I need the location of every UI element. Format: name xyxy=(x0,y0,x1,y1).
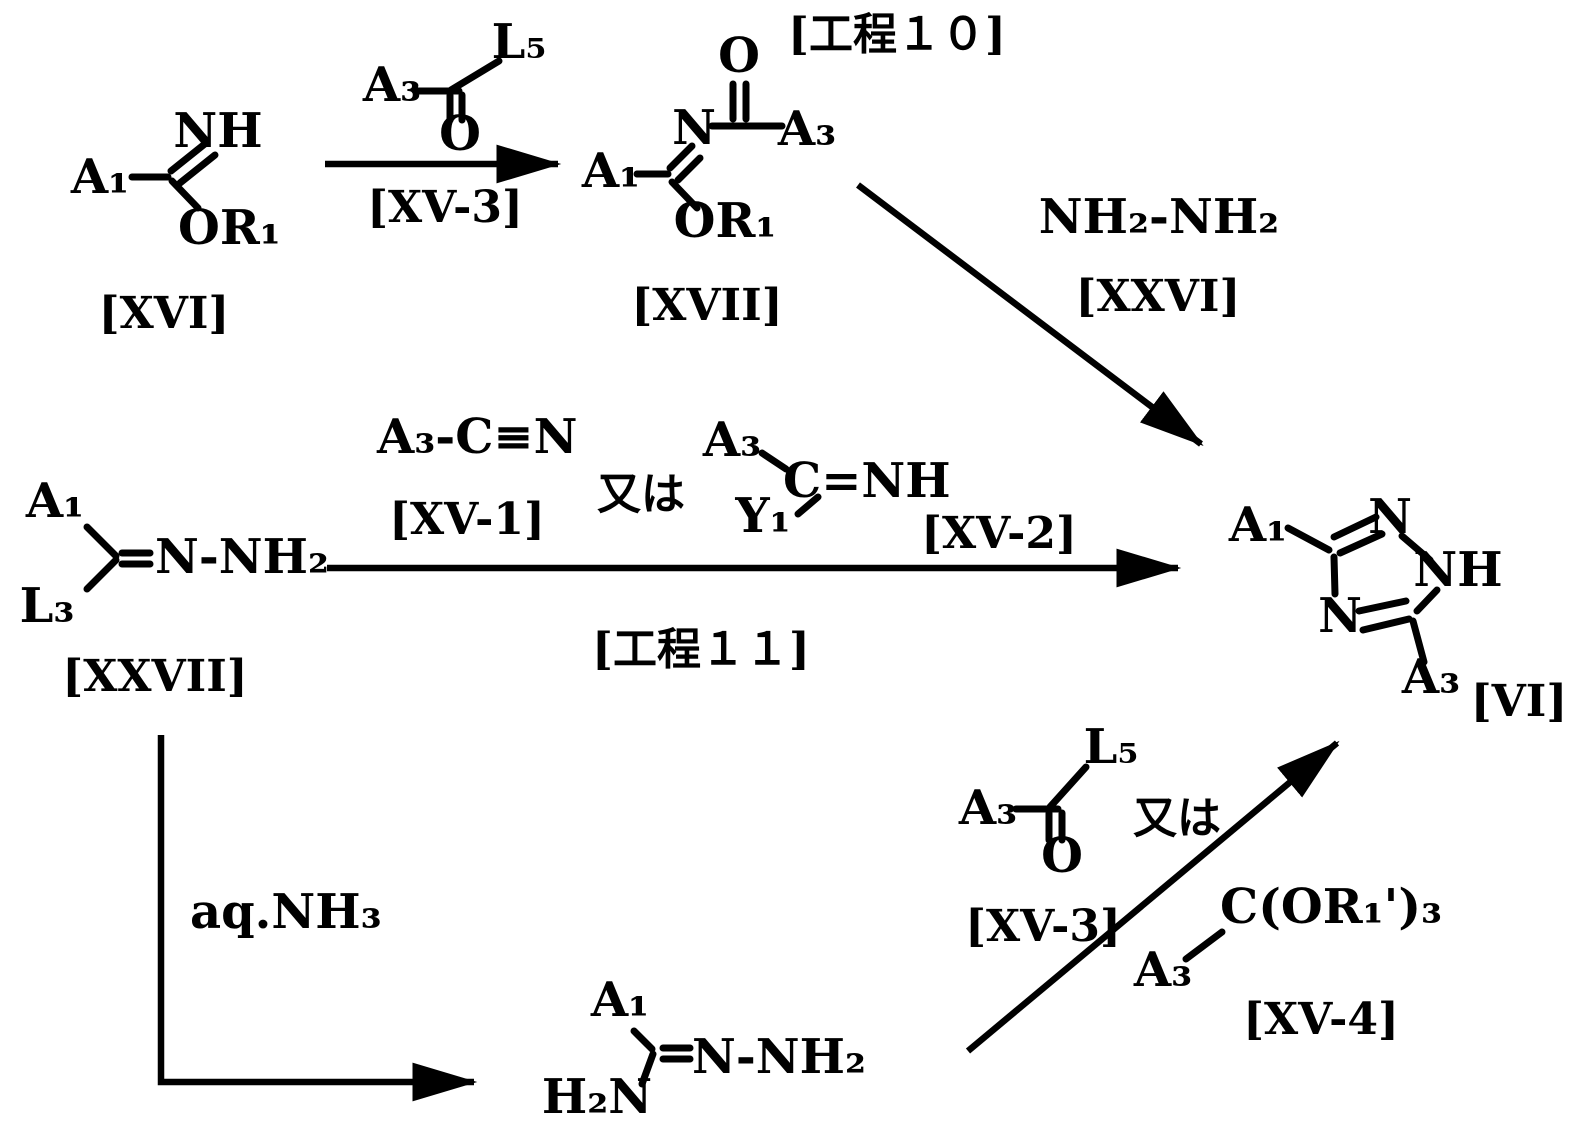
xv1-formula: A₃-C≡N xyxy=(376,409,577,465)
vi-tag: [VI] xyxy=(1471,676,1567,727)
compound-amidrazone: A₁ H₂N N-NH₂ xyxy=(542,972,866,1125)
reagent-xv4: C(OR₁')₃ A₃ [XV-4] xyxy=(1133,879,1442,1045)
xv3-bot-tag: [XV-3] xyxy=(965,901,1121,952)
xvii-o-label: O xyxy=(718,28,760,84)
compound-xvii: O N A₃ A₁ OR₁ [XVII] xyxy=(581,28,836,331)
vi-bond-c5-a3 xyxy=(1409,617,1428,666)
xxvii-bond-a1-c xyxy=(83,523,120,560)
xv1-tag: [XV-1] xyxy=(389,494,545,545)
xvi-tag: [XVI] xyxy=(99,288,230,339)
hydrazine-tag: [XXVI] xyxy=(1076,271,1241,322)
xv4-tag: [XV-4] xyxy=(1243,994,1399,1045)
arrow-xvii-to-vi xyxy=(856,182,1204,447)
vi-dbond-c5-n-1 xyxy=(1355,597,1410,615)
step11-reagents: A₃-C≡N [XV-1] 又は A₃ C=NH Y₁ [XV-2] xyxy=(376,409,1077,559)
vi-a3-label: A₃ xyxy=(1401,649,1460,705)
xxvii-l3-label: L₃ xyxy=(20,578,75,634)
xv4-a3-label: A₃ xyxy=(1133,942,1192,998)
xv2-bond-a3-c xyxy=(758,449,790,473)
xv3-top-a3-label: A₃ xyxy=(362,57,421,113)
xv2-a3-label: A₃ xyxy=(702,412,761,468)
xv2-cnh-label: C=NH xyxy=(783,453,951,509)
xvii-dbond-c-n-2 xyxy=(674,154,704,184)
or-label-bottom: 又は xyxy=(1133,793,1221,844)
vi-a1-label: A₁ xyxy=(1228,497,1287,553)
vi-dbond-c5-n-2 xyxy=(1359,615,1413,634)
xvii-tag: [XVII] xyxy=(631,280,782,331)
xxvii-a1-label: A₁ xyxy=(25,473,84,529)
hydrazine-formula: NH₂-NH₂ xyxy=(1039,189,1279,245)
vi-bond-nh-c5 xyxy=(1413,586,1441,615)
amidrazone-bond-a1-c xyxy=(630,1027,656,1053)
aq-nh3-label: aq.NH₃ xyxy=(190,884,382,940)
vi-bond-n-c3 xyxy=(1330,553,1339,598)
vi-dbond-c3-n-2 xyxy=(1336,530,1386,557)
xxvii-tag: [XXVII] xyxy=(62,651,247,702)
compound-xvi: NH A₁ OR₁ [XVI] xyxy=(70,103,281,339)
xvi-nh-label: NH xyxy=(173,103,262,159)
amidrazone-chain-label: N-NH₂ xyxy=(692,1029,866,1085)
xv2-bond-y1-c xyxy=(794,493,822,518)
xvii-dbond-c-n-1 xyxy=(666,142,696,172)
vi-bond-n-nh xyxy=(1398,532,1434,564)
vi-nh-label: NH xyxy=(1413,542,1502,598)
xvii-a3-label: A₃ xyxy=(777,101,836,157)
vi-dbond-c3-n-1 xyxy=(1330,513,1380,541)
arrow-xxvii-to-amidrazone xyxy=(157,735,478,1102)
xvi-dbond-c-n-2 xyxy=(176,151,219,187)
amidrazone-bond-c-nh2 xyxy=(638,1050,657,1088)
xv4-formula: C(OR₁')₃ xyxy=(1220,879,1442,935)
amidrazone-a1-label: A₁ xyxy=(590,972,649,1028)
vi-bond-a1-c3 xyxy=(1284,524,1333,554)
reagent-hydrazine: NH₂-NH₂ [XXVI] xyxy=(1039,189,1279,322)
arrow-amidrazone-to-vi xyxy=(965,740,1340,1054)
reagent-xv3-bottom: A₃ L₅ O [XV-3] xyxy=(958,719,1139,952)
xxvii-chain-label: N-NH₂ xyxy=(155,529,329,585)
xv2-tag: [XV-2] xyxy=(921,508,1077,559)
compound-vi: A₁ N NH N A₃ [VI] xyxy=(1228,489,1567,727)
amidrazone-h2n-label: H₂N xyxy=(542,1069,652,1125)
xv2-y1-label: Y₁ xyxy=(734,488,790,544)
vi-n-bottom-label: N xyxy=(1318,588,1362,644)
xv3-bot-a3-label: A₃ xyxy=(958,780,1017,836)
xv4-bond-a3-c xyxy=(1182,928,1226,963)
xv3-top-bond-c-l5 xyxy=(447,57,503,94)
xv3-top-tag: [XV-3] xyxy=(367,182,523,233)
xvi-bond-c-o xyxy=(168,177,202,212)
reagent-xv3-top: A₃ L₅ O [XV-3] xyxy=(362,14,547,233)
step11-label: [工程１１] xyxy=(592,624,810,675)
xv3-bot-l5-label: L₅ xyxy=(1084,719,1139,775)
xvi-a1-label: A₁ xyxy=(70,149,129,205)
xvii-a1-label: A₁ xyxy=(581,143,640,199)
xv3-bot-bond-c-l5 xyxy=(1046,763,1090,811)
xvi-or1-label: OR₁ xyxy=(178,200,281,256)
step10-label: [工程１０] xyxy=(788,9,1006,60)
xvi-dbond-c-n-1 xyxy=(167,139,210,175)
or-label-middle: 又は xyxy=(597,469,685,520)
xvii-bond-c-or1 xyxy=(668,178,701,212)
xxvii-bond-l3-c xyxy=(83,556,120,593)
compound-xxvii: A₁ L₃ N-NH₂ [XXVII] xyxy=(20,473,329,702)
